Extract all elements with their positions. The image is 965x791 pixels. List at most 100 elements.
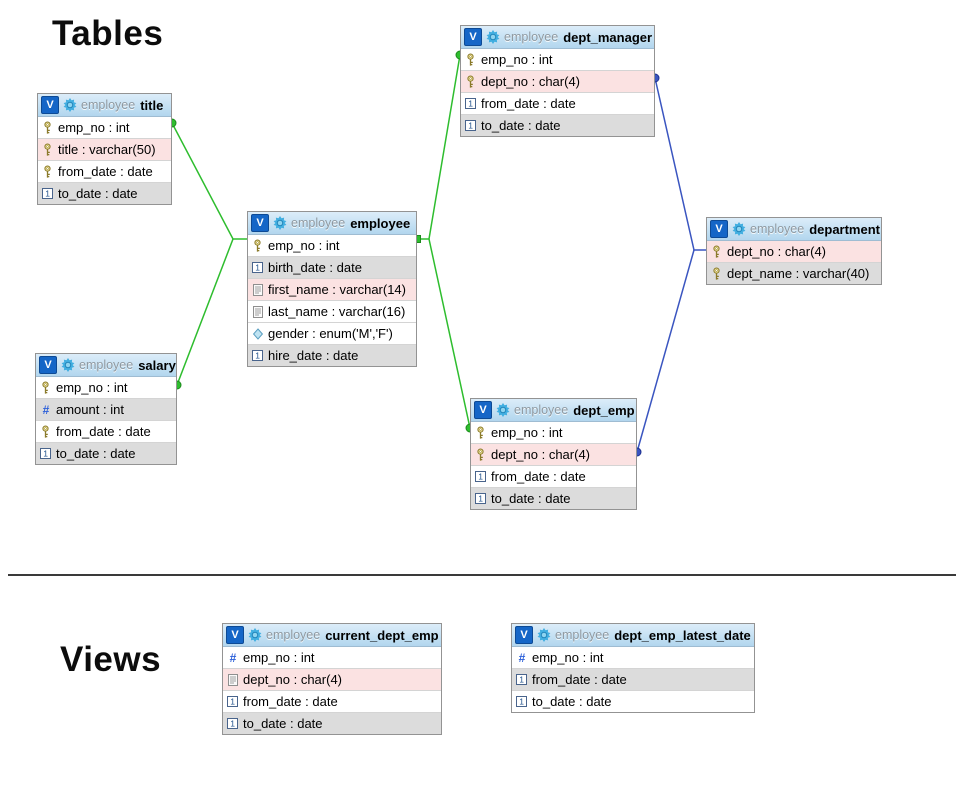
column-row[interactable]: # emp_no : int bbox=[223, 647, 441, 668]
table-box-dept_emp[interactable]: V employee dept_emp emp_no : int dept_no … bbox=[470, 398, 637, 510]
section-divider bbox=[8, 574, 956, 576]
gear-icon[interactable] bbox=[248, 628, 262, 642]
relation-line[interactable] bbox=[428, 238, 471, 429]
entity-header[interactable]: V employee dept_manager bbox=[461, 26, 654, 49]
column-row[interactable]: first_name : varchar(14) bbox=[248, 278, 416, 300]
gear-icon[interactable] bbox=[61, 358, 75, 372]
column-row[interactable]: title : varchar(50) bbox=[38, 138, 171, 160]
view-structure-icon[interactable]: V bbox=[39, 356, 57, 374]
column-row[interactable]: gender : enum('M','F') bbox=[248, 322, 416, 344]
svg-text:1: 1 bbox=[43, 449, 48, 459]
column-text: dept_no : char(4) bbox=[491, 447, 591, 462]
column-row[interactable]: emp_no : int bbox=[38, 117, 171, 138]
calendar-icon: 1 bbox=[464, 98, 477, 109]
column-text: dept_name : varchar(40) bbox=[727, 266, 870, 281]
column-text: to_date : date bbox=[481, 118, 561, 133]
entity-header[interactable]: V employee title bbox=[38, 94, 171, 117]
relation-line[interactable] bbox=[417, 54, 461, 240]
column-text: last_name : varchar(16) bbox=[268, 304, 406, 319]
gear-icon[interactable] bbox=[732, 222, 746, 236]
entity-header[interactable]: V employee dept_emp_latest_date bbox=[512, 624, 754, 647]
column-row[interactable]: from_date : date bbox=[38, 160, 171, 182]
relation-line[interactable] bbox=[171, 122, 247, 240]
column-text: to_date : date bbox=[532, 694, 612, 709]
column-row[interactable]: dept_no : char(4) bbox=[707, 241, 881, 262]
view-box-current_dept_emp[interactable]: V employee current_dept_emp # emp_no : in… bbox=[222, 623, 442, 735]
schema-name: employee bbox=[555, 628, 610, 642]
relation-line[interactable] bbox=[176, 238, 234, 386]
diamond-icon bbox=[251, 327, 264, 340]
gear-icon[interactable] bbox=[63, 98, 77, 112]
calendar-icon: 1 bbox=[515, 696, 528, 707]
column-row[interactable]: emp_no : int bbox=[36, 377, 176, 398]
column-row[interactable]: from_date : date bbox=[36, 420, 176, 442]
column-row[interactable]: #emp_no : int bbox=[512, 647, 754, 668]
calendar-icon: 1 bbox=[251, 350, 264, 361]
key-icon bbox=[39, 381, 52, 395]
table-box-salary[interactable]: V employee salary emp_no : int # amount : … bbox=[35, 353, 177, 465]
column-row[interactable]: dept_no : char(4) bbox=[461, 70, 654, 92]
calendar-icon: 1 bbox=[474, 471, 487, 482]
column-row[interactable]: dept_name : varchar(40) bbox=[707, 262, 881, 284]
entity-header[interactable]: V employee dept_emp bbox=[471, 399, 636, 422]
calendar-icon: 1 bbox=[474, 493, 487, 504]
view-structure-icon[interactable]: V bbox=[251, 214, 269, 232]
column-text: from_date : date bbox=[532, 672, 627, 687]
view-structure-icon[interactable]: V bbox=[41, 96, 59, 114]
entity-name: salary bbox=[138, 357, 176, 373]
column-list: emp_no : int # amount : int from_date : dat… bbox=[36, 377, 176, 464]
view-structure-icon[interactable]: V bbox=[474, 401, 492, 419]
column-text: amount : int bbox=[56, 402, 124, 417]
hash-icon: # bbox=[515, 651, 528, 664]
relation-line[interactable] bbox=[654, 77, 706, 251]
entity-header[interactable]: V employee salary bbox=[36, 354, 176, 377]
svg-text:1: 1 bbox=[519, 675, 524, 685]
column-row[interactable]: # amount : int bbox=[36, 398, 176, 420]
view-structure-icon[interactable]: V bbox=[464, 28, 482, 46]
view-structure-icon[interactable]: V bbox=[710, 220, 728, 238]
hash-icon: # bbox=[226, 651, 239, 664]
column-row[interactable]: last_name : varchar(16) bbox=[248, 300, 416, 322]
calendar-icon: 1 bbox=[39, 448, 52, 459]
view-box-dept_emp_latest_date[interactable]: V employee dept_emp_latest_date #emp_no … bbox=[511, 623, 755, 713]
column-text: emp_no : int bbox=[243, 650, 315, 665]
view-structure-icon[interactable]: V bbox=[515, 626, 533, 644]
key-icon bbox=[474, 426, 487, 440]
gear-icon[interactable] bbox=[537, 628, 551, 642]
svg-text:#: # bbox=[42, 403, 49, 416]
gear-icon[interactable] bbox=[273, 216, 287, 230]
column-row[interactable]: dept_no : char(4) bbox=[223, 668, 441, 690]
column-row[interactable]: 1 from_date : date bbox=[512, 668, 754, 690]
gear-icon[interactable] bbox=[496, 403, 510, 417]
doc-icon bbox=[251, 305, 264, 318]
column-row[interactable]: 1 to_date : date bbox=[512, 690, 754, 712]
gear-icon[interactable] bbox=[486, 30, 500, 44]
entity-header[interactable]: V employee current_dept_emp bbox=[223, 624, 441, 647]
entity-header[interactable]: V employee employee bbox=[248, 212, 416, 235]
column-row[interactable]: dept_no : char(4) bbox=[471, 443, 636, 465]
column-row[interactable]: emp_no : int bbox=[461, 49, 654, 70]
column-row[interactable]: emp_no : int bbox=[248, 235, 416, 256]
entity-header[interactable]: V employee department bbox=[707, 218, 881, 241]
column-row[interactable]: emp_no : int bbox=[471, 422, 636, 443]
view-structure-icon[interactable]: V bbox=[226, 626, 244, 644]
table-box-department[interactable]: V employee department dept_no : char(4) d… bbox=[706, 217, 882, 285]
relation-line[interactable] bbox=[636, 249, 695, 453]
key-icon bbox=[464, 75, 477, 89]
entity-name: current_dept_emp bbox=[325, 627, 439, 643]
